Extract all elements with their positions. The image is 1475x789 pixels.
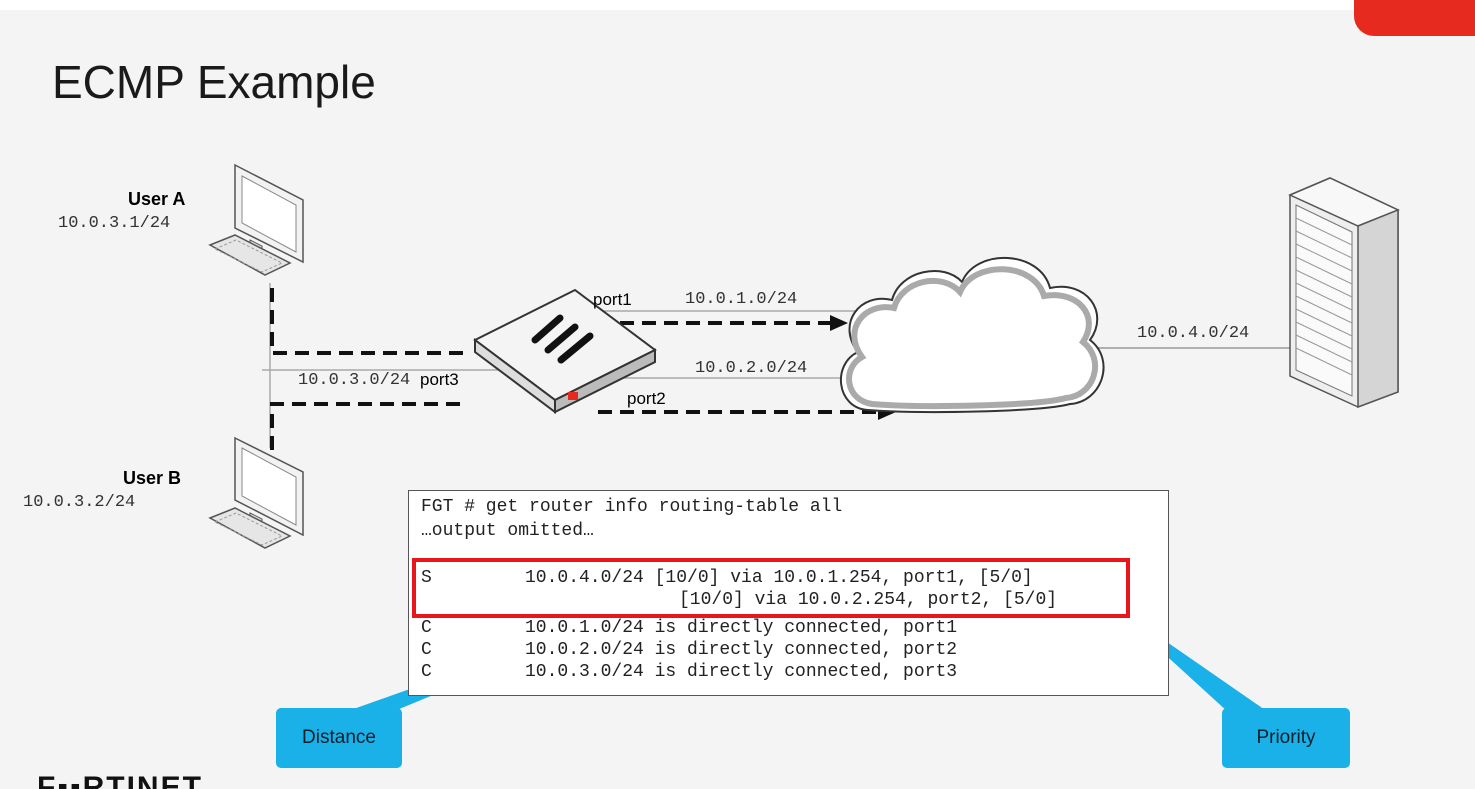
user-a-path [270,288,465,355]
port2-subnet: 10.0.2.0/24 [695,359,808,378]
user-b-computer-icon [208,436,304,549]
user-b-name: User B [123,468,182,488]
fortinet-logo: F▪▪RTINET [37,769,217,789]
route-text: 10.0.4.0/24 [10/0] via 10.0.1.254, port1… [525,568,1033,588]
route-code: C [421,618,432,638]
accent-tab [1354,0,1475,36]
user-b-ip: 10.0.3.2/24 [23,493,136,512]
port3-subnet: 10.0.3.0/24 [298,371,411,390]
logo-text: F▪▪RTINET [37,771,203,789]
slide-title: ECMP Example [52,56,376,108]
port2-label: port2 [627,389,666,408]
port3-label: port3 [420,370,459,389]
server-subnet: 10.0.4.0/24 [1137,324,1250,343]
route-code: C [421,662,432,682]
fortigate-icon [473,288,657,414]
internet-cloud-icon [839,257,1105,413]
user-a-name: User A [128,189,186,209]
route-text: 10.0.1.0/24 is directly connected, port1 [525,618,958,638]
port1-label: port1 [593,290,632,309]
route-text: 10.0.2.0/24 is directly connected, port2 [525,640,958,660]
server-rack-icon [1288,177,1400,409]
cli-omitted: …output omitted… [421,521,594,541]
user-b-path [270,402,465,450]
priority-callout: Priority [1222,708,1350,768]
user-a-ip: 10.0.3.1/24 [58,214,171,233]
cli-output: FGT # get router info routing-table all … [408,490,1169,696]
user-a-computer-icon [208,163,304,276]
route-code: C [421,640,432,660]
route-text: [10/0] via 10.0.2.254, port2, [5/0] [679,590,1058,610]
distance-callout: Distance [276,708,402,768]
route-text: 10.0.3.0/24 is directly connected, port3 [525,662,958,682]
cli-command: FGT # get router info routing-table all [421,497,843,517]
ecmp-routes-highlight [412,558,1130,618]
port1-subnet: 10.0.1.0/24 [685,290,798,309]
port1-arrow-icon [830,315,848,331]
route-code: S [421,568,432,588]
